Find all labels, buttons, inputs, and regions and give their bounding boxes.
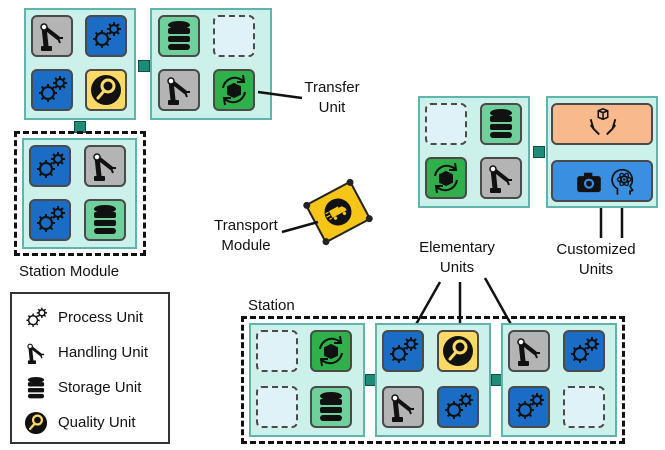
legend-label: Handling Unit (58, 344, 149, 361)
process-unit (29, 199, 71, 241)
storage-unit (158, 15, 200, 57)
storage-unit (310, 386, 352, 428)
transfer-unit (213, 69, 255, 111)
transport-module-label-line: Transport (214, 217, 278, 234)
storage-unit (480, 103, 522, 145)
transfer-unit-label-line: Transfer (304, 79, 360, 96)
handling-unit (508, 330, 550, 372)
customized-unit-top (551, 103, 653, 145)
gears-icon (25, 306, 48, 328)
transfer-unit-label: Transfer Unit (300, 78, 364, 118)
truck-icon (324, 198, 352, 226)
handling-unit (158, 69, 200, 111)
legend-item: Handling Unit (22, 339, 172, 369)
customized-unit-bottom (551, 160, 653, 202)
quality-unit (437, 330, 479, 372)
process-unit (85, 15, 127, 57)
legend-label: Storage Unit (58, 379, 142, 396)
camera-icon (577, 172, 601, 193)
transfer-unit (310, 330, 352, 372)
process-unit (29, 145, 71, 187)
legend-label: Process Unit (58, 309, 144, 326)
robot-arm-icon (26, 342, 46, 366)
elementary-units-label-line: Elementary (419, 239, 495, 256)
module-connector (533, 146, 545, 158)
customized-units-label-line: Units (578, 261, 614, 278)
customized-units-label: Customized Units (548, 240, 644, 280)
empty-slot (425, 103, 467, 145)
quality-unit (85, 69, 127, 111)
brain-head-icon (611, 168, 634, 195)
handling-unit (84, 145, 126, 187)
handling-unit (382, 386, 424, 428)
station-module-frame (14, 131, 146, 256)
module-connector (138, 60, 150, 72)
legend: Process Unit Handling Unit Storage Unit … (10, 292, 170, 444)
storage-unit (84, 199, 126, 241)
empty-slot (213, 15, 255, 57)
empty-slot (256, 386, 298, 428)
legend-item: Process Unit (22, 304, 172, 334)
hands-box-icon (589, 108, 617, 136)
station-frame (241, 316, 625, 444)
legend-item: Storage Unit (22, 374, 172, 404)
transfer-unit (425, 157, 467, 199)
station-module-label: Station Module (19, 263, 120, 280)
process-unit (437, 386, 479, 428)
empty-slot (563, 386, 605, 428)
elementary-units-label-line: Units (439, 259, 475, 276)
process-unit (563, 330, 605, 372)
elementary-units-label: Elementary Units (412, 238, 502, 278)
station-label: Station (248, 297, 295, 314)
transfer-unit-label-line: Unit (318, 99, 346, 116)
customized-units-label-line: Customized (556, 241, 636, 258)
handling-unit (480, 157, 522, 199)
transport-module-label: Transport Module (208, 216, 284, 256)
transport-module (302, 177, 374, 247)
process-unit (382, 330, 424, 372)
handling-unit (31, 15, 73, 57)
empty-slot (256, 330, 298, 372)
legend-label: Quality Unit (58, 414, 136, 431)
process-unit (508, 386, 550, 428)
legend-item: Quality Unit (22, 409, 172, 439)
database-icon (27, 376, 45, 399)
magnifier-icon (23, 410, 49, 436)
process-unit (31, 69, 73, 111)
transport-module-label-line: Module (221, 237, 271, 254)
